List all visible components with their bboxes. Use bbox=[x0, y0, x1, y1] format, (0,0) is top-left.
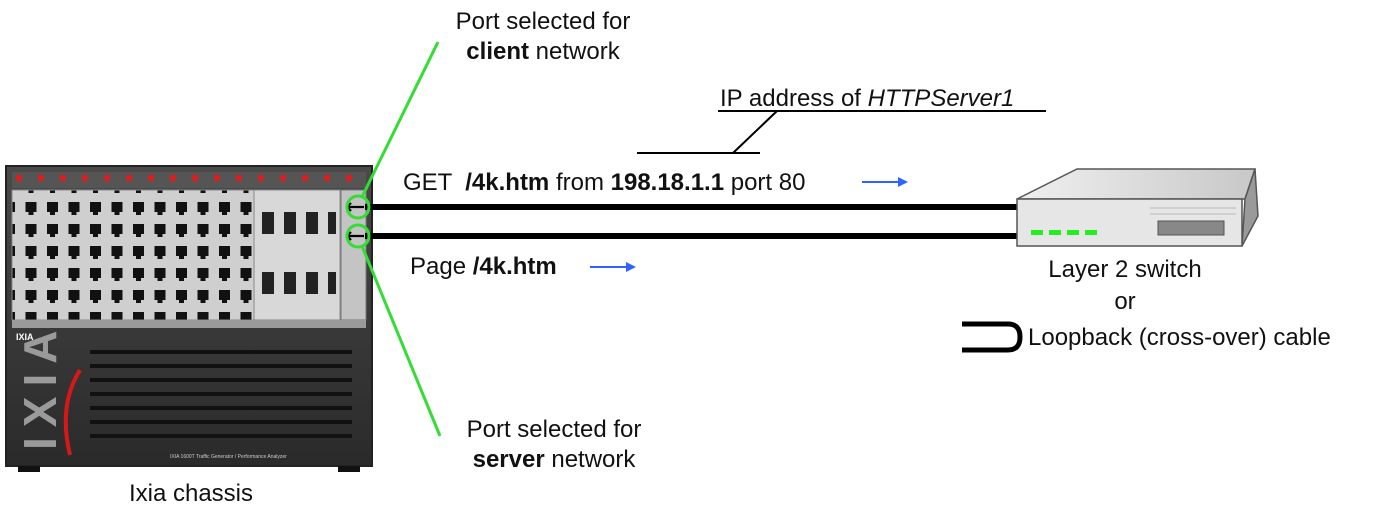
client-port-label-line2: client network bbox=[466, 38, 620, 65]
green-callouts bbox=[345, 41, 442, 437]
chassis-vents bbox=[90, 350, 352, 438]
chassis-logo: IXIA bbox=[16, 332, 34, 342]
client-port-label: Port selected for client network bbox=[432, 7, 654, 67]
ip-address-label: IP address of HTTPServer1 bbox=[720, 85, 1015, 112]
server-port-label-line1: Port selected for bbox=[466, 416, 642, 443]
switch-side bbox=[1241, 168, 1259, 247]
switch-label-or: or bbox=[1114, 288, 1136, 315]
get-request-label: GET /4k.htm from 198.18.1.1 port 80 bbox=[403, 169, 806, 196]
switch-leds bbox=[1031, 230, 1097, 235]
page-arrow-head bbox=[626, 262, 636, 272]
chassis-red-swoosh bbox=[63, 368, 82, 456]
server-port-label: Port selected for server network bbox=[443, 415, 665, 475]
switch-label: Layer 2 switch or bbox=[1030, 255, 1220, 317]
chassis-model-text: IXIA 1600T Traffic Generator / Performan… bbox=[170, 454, 287, 460]
load-modules-copper bbox=[11, 189, 255, 321]
switch-top bbox=[1016, 168, 1257, 200]
selected-module bbox=[340, 189, 367, 321]
blue-arrows bbox=[590, 177, 908, 272]
ixia-chassis: IXIA IXIA IXIA 1600T Traffic Generator /… bbox=[5, 165, 373, 472]
load-modules-fiber bbox=[253, 189, 341, 321]
client-port-highlight bbox=[345, 194, 371, 220]
ip-annotation bbox=[637, 110, 1046, 154]
client-port-label-line1: Port selected for bbox=[455, 8, 631, 35]
loopback-cable-icon bbox=[962, 321, 1023, 353]
server-port-highlight bbox=[345, 223, 371, 249]
chassis-foot-left bbox=[18, 466, 40, 472]
chassis-label: Ixia chassis bbox=[128, 480, 254, 507]
server-port-label-line2: server network bbox=[472, 446, 636, 473]
client-port-leader bbox=[360, 41, 440, 198]
ip-leader bbox=[732, 110, 778, 154]
switch-label-line1: Layer 2 switch bbox=[1048, 256, 1202, 283]
server-port-leader bbox=[360, 245, 442, 437]
get-arrow-head bbox=[898, 177, 908, 187]
chassis-foot-right bbox=[338, 466, 360, 472]
module-leds bbox=[16, 175, 352, 181]
page-response-label: Page /4k.htm bbox=[410, 253, 557, 280]
chassis-side-logo: IXIA bbox=[14, 321, 66, 450]
cables bbox=[365, 204, 1022, 239]
loopback-label: Loopback (cross-over) cable bbox=[1028, 324, 1331, 351]
layer2-switch bbox=[1016, 168, 1259, 247]
switch-panel bbox=[1157, 220, 1225, 236]
